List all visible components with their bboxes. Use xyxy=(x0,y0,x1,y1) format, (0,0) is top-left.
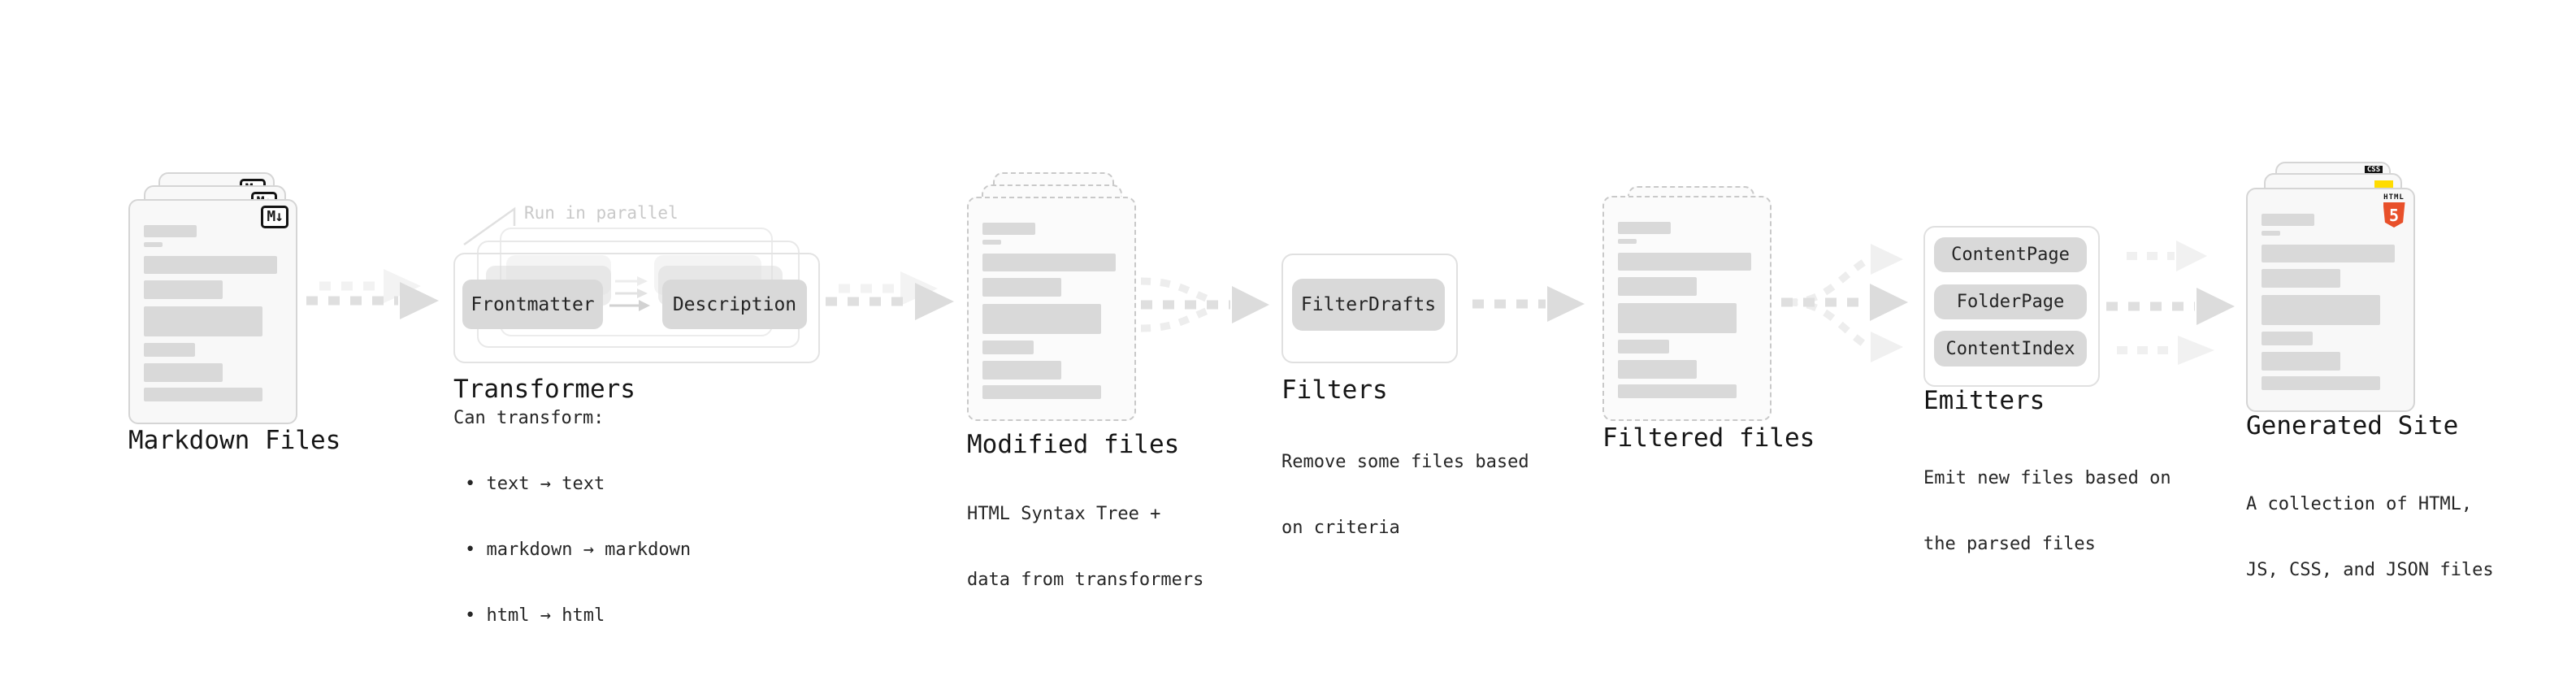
placeholder-text-bar xyxy=(144,242,163,247)
placeholder-text-bar xyxy=(982,385,1101,399)
js-file-icon xyxy=(2374,180,2393,189)
placeholder-text-bar xyxy=(982,278,1061,297)
caption-line: A collection of HTML, xyxy=(2246,494,2473,514)
generated-site-caption: A collection of HTML, JS, CSS, and JSON … xyxy=(2246,449,2494,625)
transformers-caption-title: Can transform: xyxy=(453,408,605,428)
placeholder-text-bar xyxy=(982,240,1001,245)
arrow-filters-to-filtered xyxy=(1472,286,1585,322)
caption-line: JS, CSS, and JSON files xyxy=(2246,560,2494,580)
placeholder-text-bar xyxy=(1618,360,1697,379)
arrow-emitters-to-site-top xyxy=(2127,241,2207,271)
placeholder-text-bar xyxy=(1618,239,1637,244)
placeholder-text-bar xyxy=(144,306,262,336)
placeholder-text-bar xyxy=(2262,295,2380,325)
placeholder-text-bar xyxy=(144,363,223,382)
placeholder-text-bar xyxy=(144,256,277,274)
bullet-item: • text → text xyxy=(465,474,605,494)
arrow-markdown-to-transformers xyxy=(306,269,439,319)
placeholder-text-bar xyxy=(144,343,195,357)
css-icon-label: CSS xyxy=(2365,166,2383,175)
html5-icon-word: HTML xyxy=(2383,193,2405,202)
placeholder-text-bar xyxy=(144,225,197,237)
markdown-files-label: Markdown Files xyxy=(128,426,341,455)
filtered-files-label: Filtered files xyxy=(1602,423,1815,453)
caption-line: Remove some files based xyxy=(1281,452,1529,472)
arrow-modified-to-filters xyxy=(1140,277,1269,332)
placeholder-text-bar xyxy=(144,388,262,401)
placeholder-text-bar xyxy=(1618,277,1697,296)
placeholder-text-bar xyxy=(2262,214,2314,226)
placeholder-text-bar xyxy=(1618,340,1669,354)
html5-icon-shield: 5 xyxy=(2383,202,2405,228)
arrow-filtered-to-emitters xyxy=(1781,244,1908,362)
modified-files-caption: HTML Syntax Tree + data from transformer… xyxy=(967,459,1203,635)
frontmatter-node: Frontmatter xyxy=(462,280,603,329)
arrow-transformers-to-modified xyxy=(826,271,954,320)
emitters-label: Emitters xyxy=(1923,386,2045,415)
caption-line: data from transformers xyxy=(967,570,1204,590)
run-in-parallel-note: Run in parallel xyxy=(524,203,679,223)
arrow-emitters-to-site-bottom xyxy=(2117,336,2214,365)
description-node: Description xyxy=(662,280,807,329)
emitters-caption: Emit new files based on the parsed files xyxy=(1923,423,2171,599)
placeholder-text-bar xyxy=(2262,269,2340,288)
filterdrafts-node: FilterDrafts xyxy=(1292,279,1445,331)
caption-line: HTML Syntax Tree + xyxy=(967,504,1161,524)
filters-caption: Remove some files based on criteria xyxy=(1281,407,1529,583)
placeholder-text-bar xyxy=(1618,303,1737,333)
contentpage-node: ContentPage xyxy=(1934,237,2087,272)
transformers-bullet-list: • text → text • markdown → markdown • ht… xyxy=(453,429,691,670)
generated-site-label: Generated Site xyxy=(2246,411,2459,440)
modified-file-card-front xyxy=(967,197,1136,421)
placeholder-text-bar xyxy=(2262,352,2340,371)
placeholder-text-bar xyxy=(982,361,1061,380)
placeholder-text-bar xyxy=(1618,253,1751,271)
placeholder-text-bar xyxy=(2262,332,2313,345)
transformers-label: Transformers xyxy=(453,375,635,404)
html5-icon-number: 5 xyxy=(2388,205,2400,225)
modified-files-label: Modified files xyxy=(967,430,1180,459)
placeholder-text-bar xyxy=(982,223,1035,235)
arrow-emitters-to-site-middle xyxy=(2106,288,2235,325)
transformer-layer-front xyxy=(453,253,820,363)
folderpage-node: FolderPage xyxy=(1934,284,2087,319)
caption-line: on criteria xyxy=(1281,518,1400,538)
filters-label: Filters xyxy=(1281,375,1388,405)
bullet-item: • markdown → markdown xyxy=(465,540,692,560)
placeholder-text-bar xyxy=(982,304,1101,334)
placeholder-text-bar xyxy=(2262,376,2380,390)
markdown-file-card-front: M↓ xyxy=(128,199,297,424)
placeholder-text-bar xyxy=(144,280,223,299)
placeholder-text-bar xyxy=(2262,245,2395,262)
contentindex-node: ContentIndex xyxy=(1934,331,2087,367)
filtered-file-card-front xyxy=(1602,196,1772,421)
markdown-icon: M↓ xyxy=(261,206,288,228)
placeholder-text-bar xyxy=(982,254,1116,271)
placeholder-text-bar xyxy=(2262,231,2280,236)
html5-icon: HTML 5 xyxy=(2381,193,2407,228)
placeholder-text-bar xyxy=(1618,222,1671,234)
bullet-item: • html → html xyxy=(465,605,605,626)
placeholder-text-bar xyxy=(982,340,1034,354)
site-file-card-front: HTML 5 xyxy=(2246,188,2415,412)
caption-line: the parsed files xyxy=(1923,534,2096,554)
placeholder-text-bar xyxy=(1618,384,1737,398)
caption-line: Emit new files based on xyxy=(1923,468,2171,488)
